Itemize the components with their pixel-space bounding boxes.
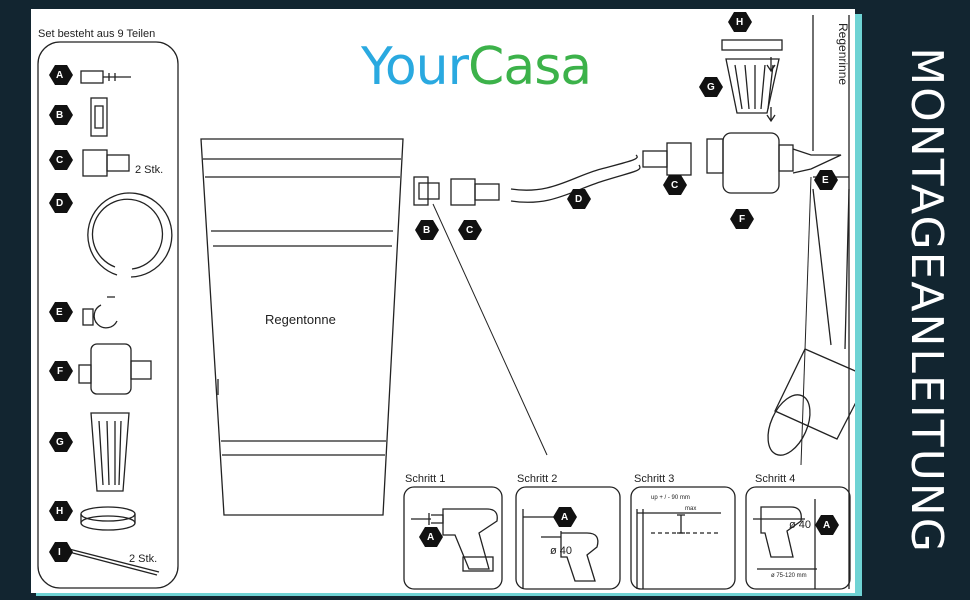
downpipe <box>767 15 855 589</box>
assembly-chain <box>413 39 842 206</box>
assembly-letter-b: B <box>423 225 431 236</box>
step-2-frame <box>515 486 621 590</box>
part-i-cable-tie <box>68 548 160 576</box>
assembly-letter-g: G <box>707 82 715 93</box>
part-letter-e: E <box>56 307 63 318</box>
assembly-letter-d: D <box>575 194 583 205</box>
step-4-badge: A <box>823 520 831 531</box>
step-4-drill <box>753 499 817 589</box>
assembly-letter-f: F <box>739 214 746 225</box>
step-badges <box>419 507 839 547</box>
assembly-badges <box>415 12 838 240</box>
barrel-label: Regentonne <box>265 312 336 327</box>
brand-part-casa: Casa <box>468 37 592 97</box>
part-letter-g: G <box>56 437 64 448</box>
part-letter-h: H <box>56 506 64 517</box>
assembly-letter-c1: C <box>466 225 474 236</box>
step-2-diameter: ø 40 <box>550 545 573 557</box>
part-c-connector <box>82 149 130 177</box>
part-b-adapter <box>90 97 108 137</box>
step-4-frame <box>745 486 851 590</box>
assembly-letter-e: E <box>822 175 829 186</box>
brand-logo: YourCasa <box>361 37 592 97</box>
step-1-frame <box>403 486 503 590</box>
step-3-title: Schritt 3 <box>634 473 675 485</box>
guide-line-1 <box>432 203 548 456</box>
manual-title-text: MONTAGEANLEITUNG <box>900 46 952 554</box>
rain-barrel <box>200 138 404 516</box>
parts-panel-title: Set besteht aus 9 Teilen <box>38 28 156 40</box>
part-letter-a: A <box>56 70 64 81</box>
part-i-quantity: 2 Stk. <box>129 553 158 565</box>
step-1-drill <box>411 508 498 572</box>
step-4-title: Schritt 4 <box>755 473 796 485</box>
manual-title: MONTAGEANLEITUNG <box>896 0 956 600</box>
step-3-max: max <box>685 506 697 512</box>
part-c-quantity: 2 Stk. <box>135 164 164 176</box>
part-letter-i: I <box>58 547 61 558</box>
step-2-title: Schritt 2 <box>517 473 558 485</box>
step-2-badge: A <box>561 512 569 523</box>
step-4-diameter: ø 40 <box>789 519 812 531</box>
instruction-sheet: YourCasa Set besteht aus 9 Teilen A B C … <box>31 9 855 593</box>
assembly-letter-c2: C <box>671 180 679 191</box>
part-g-filter-basket <box>90 412 130 492</box>
part-letter-b: B <box>56 110 64 121</box>
part-e-clip <box>82 296 118 329</box>
part-letter-c: C <box>56 155 64 166</box>
part-a-drill-bit <box>80 70 131 84</box>
guide-line-2 <box>800 176 812 466</box>
part-h-lid <box>80 506 136 531</box>
step-1-title: Schritt 1 <box>405 473 446 485</box>
step-2-drill <box>522 509 599 589</box>
step-3-frame <box>630 486 736 590</box>
step-1-badge: A <box>427 532 435 543</box>
assembly-diagram <box>37 12 855 590</box>
part-letter-d: D <box>56 198 64 209</box>
gutter-label: Regenrinne <box>836 23 850 86</box>
brand-part-your: Your <box>361 37 469 97</box>
parts-panel-frame <box>37 41 179 589</box>
part-d-hose <box>87 192 173 278</box>
assembly-letter-h: H <box>736 17 744 28</box>
part-letter-f: F <box>57 366 64 377</box>
part-f-filter-housing <box>78 343 152 395</box>
step-3-measure <box>636 509 721 589</box>
part-badges <box>49 65 73 562</box>
step-4-pipe-range: ø 75-120 mm <box>771 573 807 579</box>
step-3-tolerance: up + / - 90 mm <box>651 495 690 501</box>
